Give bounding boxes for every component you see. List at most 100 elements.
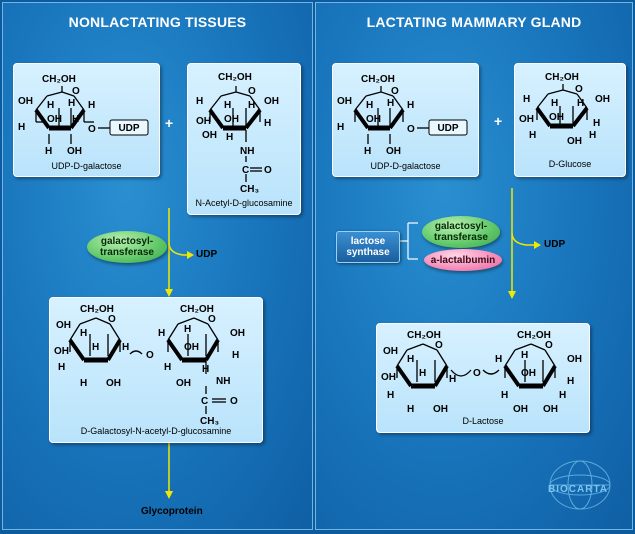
svg-text:CH₂OH: CH₂OH <box>218 72 252 83</box>
svg-text:OH: OH <box>513 404 528 415</box>
synthase-bracket <box>398 222 418 260</box>
logo-text: BIOCARTA <box>548 484 609 495</box>
lactose-box: CH₂OH O OH H OH H H H OH H O CH₂OH O H H… <box>376 323 590 433</box>
udp-galactose-structure: CH₂OH O OH H H OH H H O H OH H UDP <box>18 74 149 157</box>
galactosyltransferase-enzyme: galactosyl- transferase <box>87 231 167 263</box>
arrow-head <box>187 251 194 259</box>
svg-text:H: H <box>226 132 233 143</box>
product-box: CH₂OH O OH H OH H H H OH H O CH₂OH O H H… <box>49 297 263 443</box>
svg-text:OH: OH <box>383 346 398 357</box>
svg-text:H: H <box>551 98 558 109</box>
svg-text:OH: OH <box>549 112 564 123</box>
plus-sign: + <box>494 113 503 129</box>
svg-text:OH: OH <box>18 96 33 107</box>
udp-galactose-label: UDP-D-galactose <box>51 161 122 171</box>
svg-text:O: O <box>248 86 256 97</box>
arrow-head <box>165 289 173 297</box>
svg-text:H: H <box>366 100 373 111</box>
svg-text:H: H <box>495 354 502 365</box>
svg-text:OH: OH <box>230 328 245 339</box>
svg-text:OH: OH <box>519 114 534 125</box>
svg-text:H: H <box>529 130 536 141</box>
glycoprotein-label: Glycoprotein <box>141 506 203 517</box>
svg-text:OH: OH <box>264 96 279 107</box>
svg-text:CH₂OH: CH₂OH <box>517 330 551 341</box>
svg-text:OH: OH <box>106 378 121 389</box>
svg-text:OH: OH <box>567 354 582 365</box>
glycosidic-oxygen: O <box>146 350 154 361</box>
svg-text:H: H <box>68 98 75 109</box>
arrow-head <box>165 491 173 499</box>
nonlactating-panel: NONLACTATING TISSUES CH₂OH <box>2 2 313 530</box>
product-label: D-Galactosyl-N-acetyl-D-glucosamine <box>80 426 232 436</box>
svg-text:CH₂OH: CH₂OH <box>407 330 441 341</box>
svg-text:H: H <box>164 362 171 373</box>
lactose-synthase-complex: lactose synthase <box>336 231 400 263</box>
svg-text:H: H <box>567 376 574 387</box>
svg-text:H: H <box>387 390 394 401</box>
arrow-head <box>508 291 516 299</box>
galactosyltransferase-enzyme: galactosyl- transferase <box>422 216 500 248</box>
udp-galactose-structure: CH₂OH O OH H H OH H H O H OH UDP <box>337 74 468 157</box>
svg-text:OH: OH <box>56 320 71 331</box>
svg-text:CH₃: CH₃ <box>240 184 259 195</box>
svg-text:OH: OH <box>196 116 211 127</box>
right-panel-title: LACTATING MAMMARY GLAND <box>366 14 582 30</box>
svg-text:C: C <box>201 396 208 407</box>
glucose-box: CH₂OH O H H OH OH OH H H H OH H D-Glucos… <box>514 63 626 177</box>
svg-text:OH: OH <box>337 96 352 107</box>
svg-text:O: O <box>230 396 238 407</box>
svg-text:OH: OH <box>67 146 82 157</box>
glcnac-box: CH₂OH O H H OH OH OH H H OH H NH C O CH₃… <box>187 63 301 215</box>
udp-tag: UDP <box>437 123 458 134</box>
svg-text:O: O <box>264 165 272 176</box>
left-panel-title: NONLACTATING TISSUES <box>68 14 247 30</box>
svg-text:H: H <box>224 100 231 111</box>
svg-text:H: H <box>158 328 165 339</box>
lactating-panel: LACTATING MAMMARY GLAND CH₂OH O OH H <box>315 2 633 530</box>
svg-text:H: H <box>407 404 414 415</box>
svg-text:O: O <box>88 124 96 135</box>
svg-text:CH₂OH: CH₂OH <box>180 304 214 315</box>
udp-byproduct-label: UDP <box>544 239 566 250</box>
svg-text:CH₃: CH₃ <box>200 416 219 427</box>
svg-text:OH: OH <box>224 114 239 125</box>
svg-text:H: H <box>232 350 239 361</box>
alpha-lactalbumin: a-lactalbumin <box>424 249 502 271</box>
svg-text:H: H <box>80 378 87 389</box>
svg-text:O: O <box>407 124 415 135</box>
svg-text:H: H <box>45 146 52 157</box>
svg-text:H: H <box>58 362 65 373</box>
svg-text:NH: NH <box>216 376 230 387</box>
svg-text:H: H <box>449 374 456 385</box>
svg-text:H: H <box>337 122 344 133</box>
svg-text:H: H <box>18 122 25 133</box>
glucose-label: D-Glucose <box>548 159 592 169</box>
svg-text:OH: OH <box>366 114 381 125</box>
svg-text:CH₂OH: CH₂OH <box>80 304 114 315</box>
svg-text:H: H <box>184 324 191 335</box>
product-structure: CH₂OH O OH H OH H H H OH H O CH₂OH O H H… <box>54 304 245 427</box>
svg-text:H: H <box>248 100 255 111</box>
svg-text:CH₂OH: CH₂OH <box>545 72 579 83</box>
svg-text:H: H <box>196 96 203 107</box>
plus-sign: + <box>165 115 174 131</box>
svg-text:O: O <box>545 340 553 351</box>
svg-text:H: H <box>521 350 528 361</box>
svg-text:H: H <box>419 368 426 379</box>
svg-text:H: H <box>407 100 414 111</box>
svg-text:H: H <box>80 328 87 339</box>
svg-text:O: O <box>575 84 583 95</box>
arrow-head <box>534 241 541 249</box>
svg-text:H: H <box>577 98 584 109</box>
svg-text:O: O <box>435 340 443 351</box>
svg-text:O: O <box>108 314 116 325</box>
svg-text:H: H <box>202 364 209 375</box>
svg-text:NH: NH <box>240 146 254 157</box>
right-arrows <box>398 188 541 299</box>
atom-label: CH₂OH <box>42 74 76 85</box>
svg-text:OH: OH <box>381 372 396 383</box>
udp-galactose-box: CH₂OH O OH H H OH H H O H OH H UDP UDP-D… <box>13 63 160 177</box>
svg-text:OH: OH <box>433 404 448 415</box>
